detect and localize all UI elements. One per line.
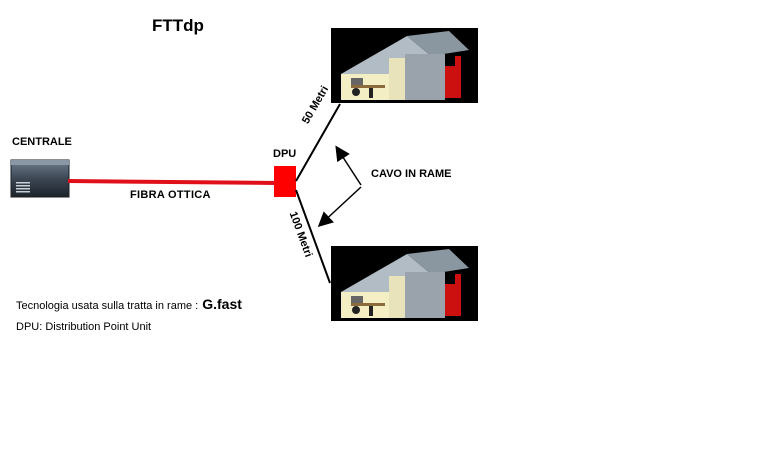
dpu-definition-note: DPU: Distribution Point Unit	[16, 321, 152, 333]
fiber-optic-line	[67, 179, 277, 185]
house-bottom-icon	[331, 246, 478, 321]
house-top-icon	[331, 28, 478, 103]
central-office-label: CENTRALE	[12, 136, 72, 148]
central-office-icon	[10, 159, 70, 198]
technology-note-prefix: Tecnologia usata sulla tratta in rame :	[16, 300, 199, 312]
diagram-title: FTTdp	[152, 16, 204, 35]
technology-note: Tecnologia usata sulla tratta in rame :G…	[16, 296, 242, 312]
dpu-box	[274, 166, 296, 197]
copper-cable-top	[295, 103, 341, 182]
arrow-to-top-cable	[335, 145, 362, 186]
arrow-to-bottom-cable	[317, 186, 362, 228]
copper-cable-bottom	[295, 189, 331, 284]
fiber-label: FIBRA OTTICA	[130, 189, 211, 201]
dpu-label: DPU	[273, 148, 297, 160]
copper-cable-label: CAVO IN RAME	[371, 168, 452, 180]
technology-value: G.fast	[202, 296, 242, 312]
